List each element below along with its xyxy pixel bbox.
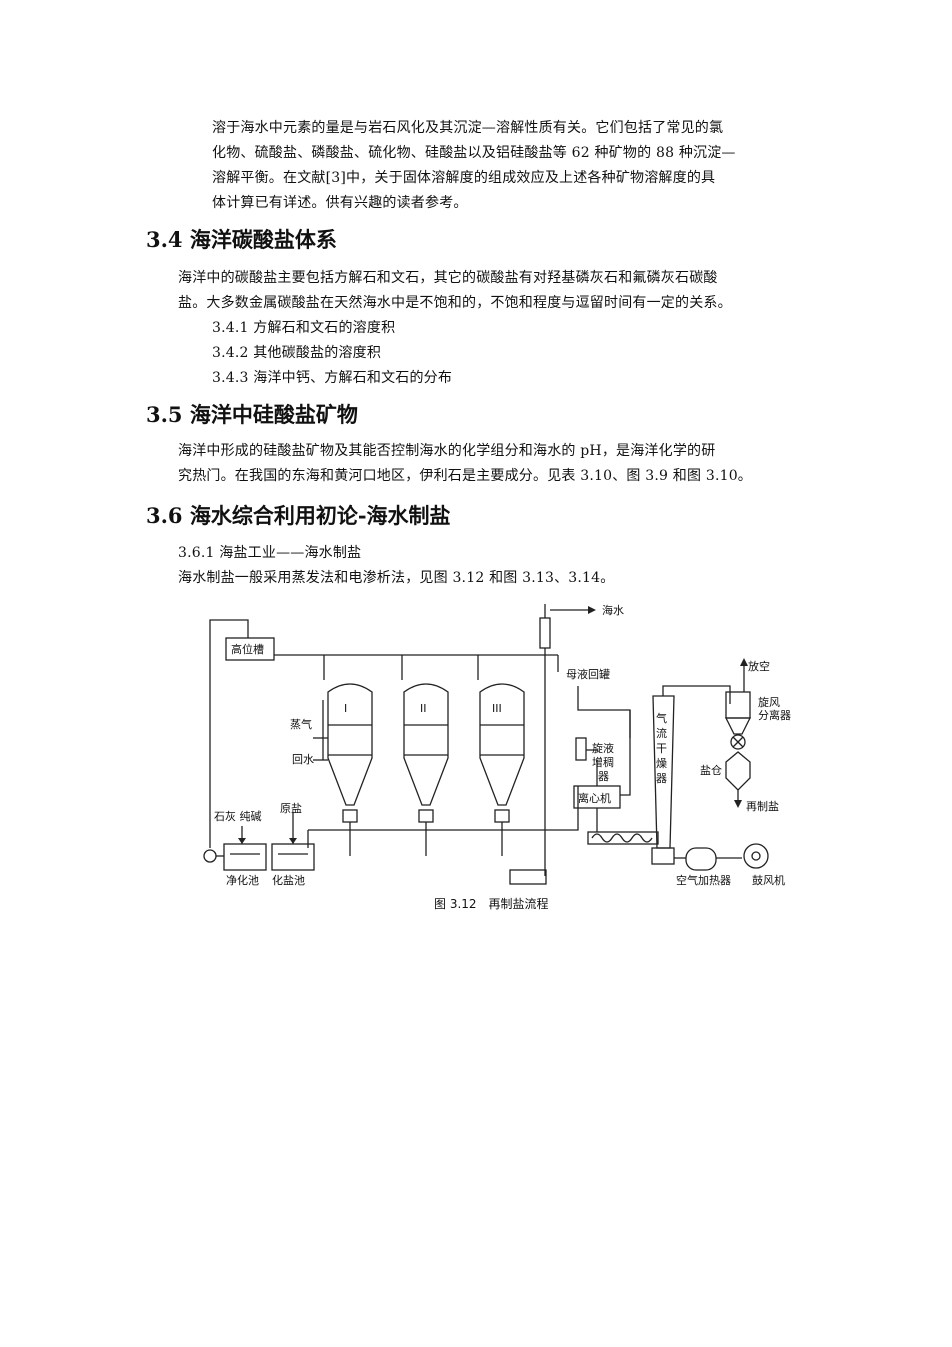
pump-shape (203, 849, 217, 863)
thickener-shape (575, 737, 587, 761)
label-evaporator-2: II (420, 702, 427, 715)
cyclone-cone-shape (724, 717, 752, 735)
blower-hub (751, 851, 761, 861)
pipe (620, 710, 631, 796)
section-3-5-heading: 3.5 海洋中硅酸盐矿物 (146, 402, 358, 427)
label-evaporator-1: I (344, 702, 347, 715)
label-blower: 鼓风机 (752, 873, 785, 887)
label-centrifuge: 离心机 (578, 791, 611, 805)
label-purify-pool: 净化池 (226, 873, 259, 887)
label-dryer: 气 (656, 711, 667, 725)
salt-bin-shape (725, 751, 751, 791)
label-resalt: 再制盐 (746, 800, 779, 813)
high-tank-shape (225, 637, 275, 661)
section-3-4-body: 海洋中的碳酸盐主要包括方解石和文石，其它的碳酸盐有对羟基磷灰石和氟磷灰石碳酸 盐… (178, 266, 732, 391)
intro-line: 溶解平衡。在文献[3]中，关于固体溶解度的组成效应及上述各种矿物溶解度的具 (212, 170, 716, 186)
screw-shape (591, 833, 653, 843)
label-dryer: 器 (656, 772, 667, 785)
body-line: 究热门。在我国的东海和黄河口地区，伊利石是主要成分。见表 3.10、图 3.9 … (178, 468, 753, 484)
label-evaporator-3: III (492, 702, 502, 715)
pipe (577, 686, 631, 738)
label-dissolve-pool: 化盐池 (272, 873, 305, 887)
label-dryer: 燥 (656, 757, 667, 770)
section-3-6-heading: 3.6 海水综合利用初论-海水制盐 (146, 503, 451, 528)
intro-paragraph: 溶于海水中元素的量是与岩石风化及其沉淀—溶解性质有关。它们包括了常见的氯 化物、… (212, 116, 736, 216)
valve-cross (732, 736, 744, 748)
air-heater-shape (685, 847, 717, 871)
figure-3-12: 海水 高位槽 母液回罐 放空 旋风 分离器 蒸气 回水 I II III 气 流… (178, 600, 800, 922)
pipe (209, 619, 249, 848)
label-steam: 蒸气 (290, 717, 312, 731)
label-high-tank: 高位槽 (231, 642, 264, 656)
arrow-icon (734, 800, 742, 808)
purify-pool-shape (223, 843, 267, 871)
pipe (308, 786, 579, 831)
label-dryer: 干 (656, 742, 667, 755)
section-3-6-body: 3.6.1 海盐工业——海水制盐 海水制盐一般采用蒸发法和电渗析法，见图 3.1… (178, 541, 614, 591)
arrow-icon (740, 658, 748, 666)
pump-shape (342, 809, 358, 823)
label-cyclone-2: 分离器 (758, 708, 791, 722)
section-3-5-body: 海洋中形成的硅酸盐矿物及其能否控制海水的化学组分和海水的 pH，是海洋化学的研 … (178, 439, 752, 489)
label-thickener: 增稠 (592, 755, 614, 769)
section-3-4-heading: 3.4 海洋碳酸盐体系 (146, 227, 337, 252)
label-raw-salt: 原盐 (280, 802, 302, 815)
blower-shape (743, 843, 769, 869)
label-return-water: 回水 (292, 753, 314, 766)
intro-line: 体计算已有详述。供有兴趣的读者参考。 (212, 195, 468, 211)
subsection-3-6-1: 3.6.1 海盐工业——海水制盐 (178, 545, 362, 561)
valve-shape (730, 734, 746, 750)
intro-line: 化物、硫酸盐、磷酸盐、硫化物、硅酸盐以及铝硅酸盐等 62 种矿物的 88 种沉淀… (212, 145, 736, 161)
process-flow-diagram: 海水 高位槽 母液回罐 放空 旋风 分离器 蒸气 回水 I II III 气 流… (203, 603, 791, 911)
evaporator-3-shape (479, 683, 525, 806)
body-line: 海洋中的碳酸盐主要包括方解石和文石，其它的碳酸盐有对羟基磷灰石和氟磷灰石碳酸 (178, 270, 718, 286)
condenser-shape (539, 617, 551, 649)
label-thickener: 旋液 (592, 741, 614, 755)
figure-caption: 图 3.12 再制盐流程 (434, 896, 549, 911)
pump-shape (494, 809, 510, 823)
pipe (662, 685, 731, 704)
pump-shape (418, 809, 434, 823)
label-salt-bin: 盐仓 (700, 763, 722, 777)
label-dryer: 流 (656, 726, 667, 740)
evaporator-1-shape (327, 683, 373, 806)
label-thickener: 器 (598, 770, 609, 783)
arrow-icon (289, 838, 297, 844)
arrow-icon (588, 606, 596, 614)
collection-tank-shape (509, 869, 547, 885)
label-mother-tank: 母液回罐 (566, 667, 610, 681)
body-line: 海洋中形成的硅酸盐矿物及其能否控制海水的化学组分和海水的 pH，是海洋化学的研 (178, 443, 716, 459)
label-vent: 放空 (748, 659, 770, 673)
label-lime-soda: 石灰 纯碱 (214, 809, 262, 823)
dryer-base-shape (651, 847, 675, 865)
subsection-3-4-3: 3.4.3 海洋中钙、方解石和文石的分布 (212, 370, 453, 386)
body-line: 海水制盐一般采用蒸发法和电渗析法，见图 3.12 和图 3.13、3.14。 (178, 570, 615, 586)
screw-conveyor-shape (587, 831, 659, 845)
body-line: 盐。大多数金属碳酸盐在天然海水中是不饱和的，不饱和程度与逗留时间有一定的关系。 (178, 295, 732, 311)
arrow-icon (238, 838, 246, 844)
intro-line: 溶于海水中元素的量是与岩石风化及其沉淀—溶解性质有关。它们包括了常见的氯 (212, 120, 724, 136)
subsection-3-4-2: 3.4.2 其他碳酸盐的溶度积 (212, 345, 382, 361)
subsection-3-4-1: 3.4.1 方解石和文石的溶度积 (212, 320, 396, 336)
label-air-heater: 空气加热器 (676, 873, 731, 887)
label-cyclone-1: 旋风 (758, 695, 780, 709)
label-seawater: 海水 (602, 603, 624, 617)
evaporator-2-shape (403, 683, 449, 806)
